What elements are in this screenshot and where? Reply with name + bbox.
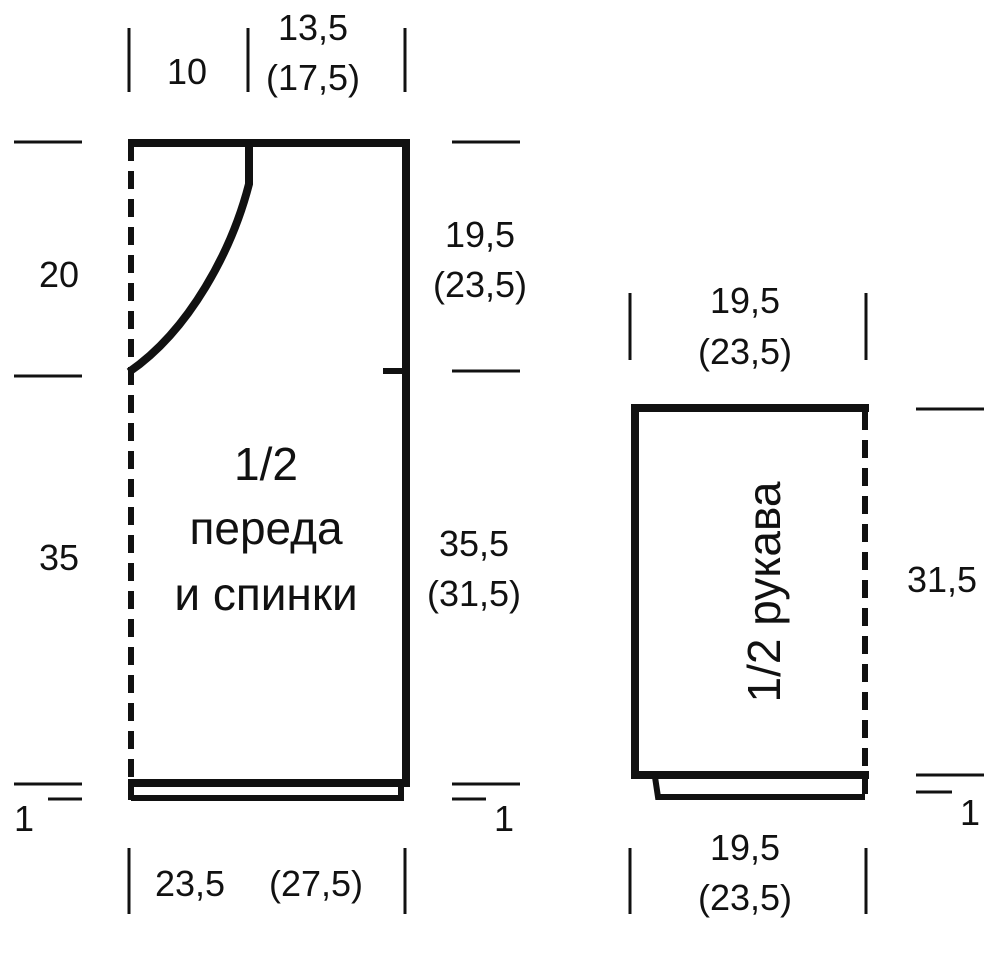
sleeve-title: 1/2 рукава	[738, 481, 790, 702]
front-back-labels: 10 13,5 (17,5) 20 35 19,5 (23,5) 35,5 (3…	[14, 7, 527, 904]
sleeve-labels: 19,5 (23,5) 31,5 1 19,5 (23,5) 1/2 рукав…	[698, 280, 980, 918]
front-back-title-line3: и спинки	[174, 568, 357, 620]
label-side-height: 35,5	[439, 523, 509, 564]
label-hem-left: 1	[14, 798, 34, 839]
label-side-height-alt: (31,5)	[427, 573, 521, 614]
label-sleeve-bottom-width: 19,5	[710, 827, 780, 868]
front-back-title-line1: 1/2	[234, 438, 298, 490]
label-armhole-depth-alt: (23,5)	[433, 264, 527, 305]
label-sleeve-top-width-alt: (23,5)	[698, 331, 792, 372]
label-top-right-width-alt: (17,5)	[266, 57, 360, 98]
sleeve-hem-band-outline	[652, 776, 865, 800]
label-hem-right: 1	[494, 798, 514, 839]
front-back-title-line2: переда	[189, 502, 342, 554]
label-sleeve-hem: 1	[960, 792, 980, 833]
label-armhole-depth: 19,5	[445, 214, 515, 255]
label-neck-depth: 20	[39, 254, 79, 295]
label-top-left-width: 10	[167, 51, 207, 92]
label-sleeve-height: 31,5	[907, 559, 977, 600]
label-top-right-width: 13,5	[278, 7, 348, 48]
hem-band-outline	[131, 785, 404, 801]
front-back-dimension-ticks	[14, 28, 520, 914]
neckline-curve	[126, 143, 253, 376]
front-back-piece	[126, 139, 410, 801]
label-lower-height: 35	[39, 537, 79, 578]
label-sleeve-top-width: 19,5	[710, 280, 780, 321]
sleeve-dimension-ticks	[628, 293, 984, 914]
label-bottom-width-alt: (27,5)	[269, 863, 363, 904]
label-bottom-width: 23,5	[155, 863, 225, 904]
sleeve-piece	[631, 404, 869, 800]
label-sleeve-bottom-width-alt: (23,5)	[698, 877, 792, 918]
